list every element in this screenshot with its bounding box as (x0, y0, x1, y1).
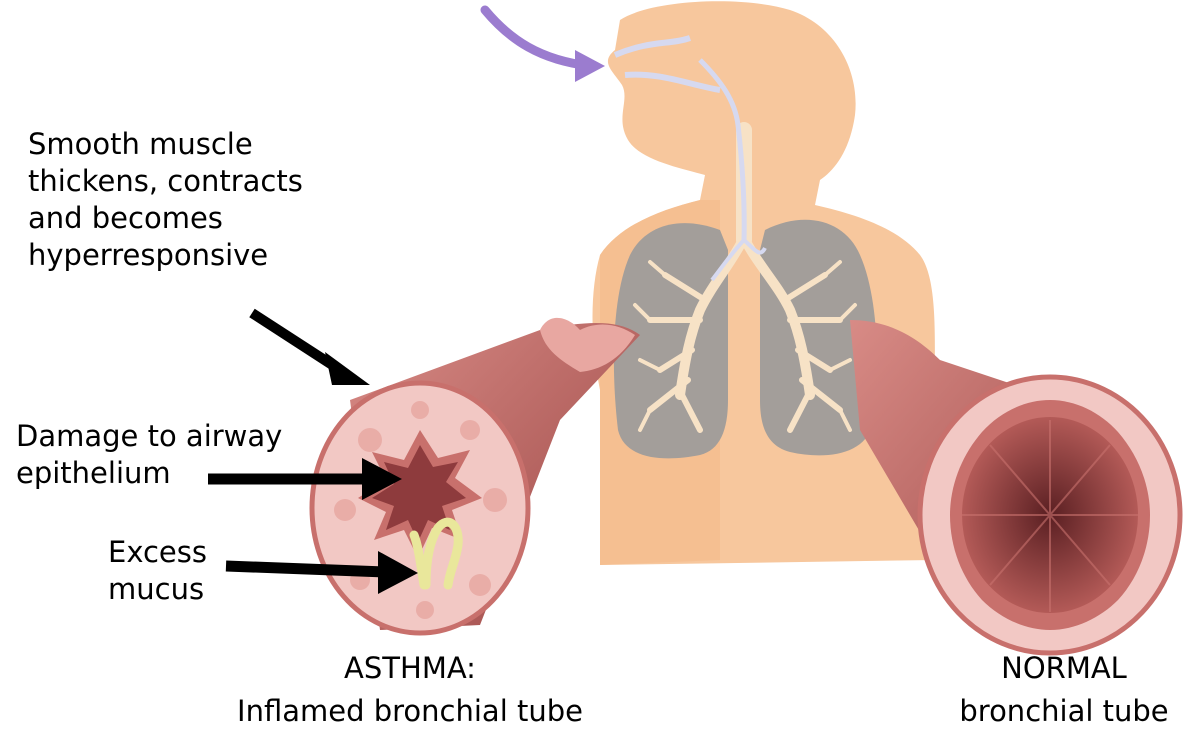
normal-bronchial-tube (850, 320, 1180, 653)
excess-mucus-label: Excess mucus (108, 534, 207, 608)
smooth-muscle-arrow (252, 313, 340, 370)
asthma-subtitle: Inflamed bronchial tube (0, 693, 820, 730)
mucus-arrow (226, 566, 385, 572)
asthma-title: ASTHMA: (0, 650, 820, 687)
normal-subtitle: bronchial tube (930, 693, 1198, 730)
epithelium-damage-label: Damage to airway epithelium (16, 418, 282, 492)
normal-title: NORMAL (930, 650, 1198, 687)
inhale-arrow-head (575, 50, 605, 82)
inhale-arrow (485, 10, 590, 66)
smooth-muscle-arrow-head (325, 352, 370, 385)
smooth-muscle-label: Smooth muscle thickens, contracts and be… (28, 126, 303, 274)
